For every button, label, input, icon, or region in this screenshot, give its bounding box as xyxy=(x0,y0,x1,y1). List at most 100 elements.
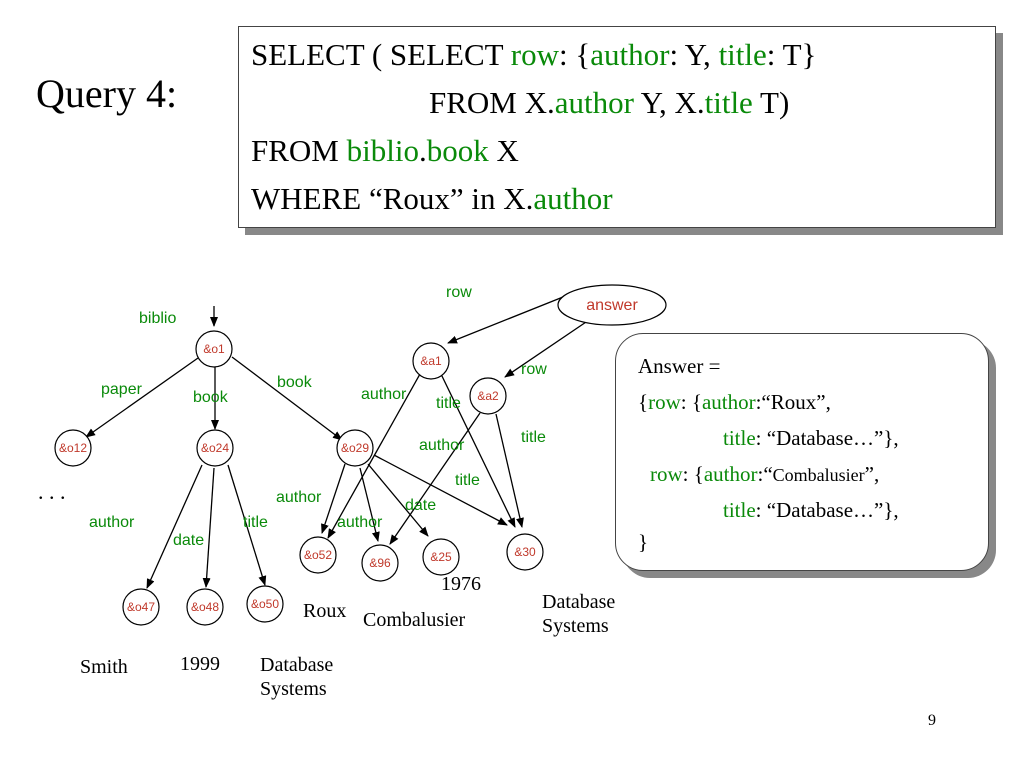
edge-label-title-a1: title xyxy=(436,395,461,412)
node-label-answer: answer xyxy=(586,297,638,314)
query-keyword: row xyxy=(510,37,559,72)
answer-box: Answer = {row: {author:“Roux”, title: “D… xyxy=(615,333,989,571)
value-combalusier: Combalusier xyxy=(363,609,466,631)
answer-text: : { xyxy=(682,462,704,486)
node-answer xyxy=(557,284,667,326)
node-o29 xyxy=(336,429,374,467)
value-text: Systems xyxy=(542,615,609,637)
query-keyword: biblio xyxy=(346,133,419,168)
page-number: 9 xyxy=(928,712,936,729)
ellipsis: . . . xyxy=(38,479,66,504)
edge-label-row2: row xyxy=(521,361,547,378)
answer-line-2: {row: {author:“Roux”, xyxy=(638,390,831,415)
node-label-o24: &o24 xyxy=(201,441,229,455)
query-line-1: SELECT ( SELECT row: {author: Y, title: … xyxy=(251,37,816,73)
edge-label-biblio: biblio xyxy=(139,310,176,327)
node-o1 xyxy=(195,330,233,368)
edge-label-author-o29a: author xyxy=(276,489,322,506)
answer-keyword: row xyxy=(648,390,681,414)
query-keyword: author xyxy=(533,181,613,216)
node-25 xyxy=(422,538,460,576)
query-text: : Y, xyxy=(669,37,719,72)
edge-label-row1: row xyxy=(446,284,472,301)
edge-line-row2 xyxy=(504,317,593,378)
answer-keyword: author xyxy=(703,462,758,486)
value-text: Database xyxy=(542,591,616,613)
node-a2 xyxy=(469,377,507,415)
edge-label-book2: book xyxy=(277,374,313,391)
edge-line-author-a1 xyxy=(327,373,421,539)
node-label-96: &96 xyxy=(369,556,391,570)
edge-line-date-o29 xyxy=(367,463,429,537)
edge-line-date-o24 xyxy=(202,467,215,588)
edge-label-author-a1: author xyxy=(361,386,407,403)
node-a1 xyxy=(412,342,450,380)
edge-line-title-o24 xyxy=(227,464,267,586)
value-smith: Smith xyxy=(80,656,128,678)
value-text: Database xyxy=(260,654,334,676)
query-text: . xyxy=(418,133,427,168)
node-label-o52: &o52 xyxy=(304,548,332,562)
query-line-2: FROM X.author Y, X.title T) xyxy=(429,85,789,121)
query-keyword: title xyxy=(718,37,767,72)
answer-line-4: row: {author:“Combalusier”, xyxy=(650,462,879,487)
node-o24 xyxy=(196,429,234,467)
edge-label-title-o29: title xyxy=(455,472,480,489)
query-text: : T} xyxy=(766,37,817,72)
answer-line-5: title: “Database…”}, xyxy=(723,498,899,523)
query-text: T) xyxy=(752,85,790,120)
value-roux: Roux xyxy=(303,600,347,622)
answer-keyword: row xyxy=(650,462,683,486)
edge-line-book2 xyxy=(231,356,343,441)
node-o12 xyxy=(54,429,92,467)
query-keyword: book xyxy=(426,133,489,168)
node-label-a1: &a1 xyxy=(420,354,442,368)
answer-keyword: title xyxy=(723,498,756,522)
node-label-o47: &o47 xyxy=(127,600,155,614)
node-label-o50: &o50 xyxy=(251,597,279,611)
edge-line-title-o29 xyxy=(373,454,508,526)
answer-text: { xyxy=(638,390,649,414)
query-keyword: author xyxy=(554,85,634,120)
answer-line-6: } xyxy=(638,530,649,554)
edge-label-date-o29: date xyxy=(405,497,436,514)
query-box: SELECT ( SELECT row: {author: Y, title: … xyxy=(238,26,996,228)
answer-line-3: title: “Database…”}, xyxy=(723,426,899,451)
answer-text: : { xyxy=(680,390,702,414)
edge-label-title-a2: title xyxy=(521,429,546,446)
edge-line-title-a1 xyxy=(440,373,516,528)
node-o48 xyxy=(186,588,224,626)
edge-line-row1 xyxy=(447,292,574,344)
answer-keyword: author xyxy=(701,390,756,414)
query-text: WHERE “Roux” in X. xyxy=(251,181,534,216)
edge-line-author-o29a xyxy=(321,463,346,534)
slide-heading: Query 4: xyxy=(36,71,178,116)
node-label-o12: &o12 xyxy=(59,441,87,455)
edge-label-paper: paper xyxy=(101,381,143,398)
query-line-3: FROM biblio.book X xyxy=(251,133,519,169)
answer-line-1: Answer = xyxy=(638,354,721,378)
answer-text: : “Database…”}, xyxy=(755,498,899,522)
edge-label-author-o29b: author xyxy=(337,514,383,531)
edge-line-author-o24 xyxy=(146,464,203,589)
query-text: SELECT ( SELECT xyxy=(251,37,511,72)
query-keyword: author xyxy=(590,37,670,72)
node-96 xyxy=(361,544,399,582)
node-label-30: &30 xyxy=(514,545,536,559)
node-label-o29: &o29 xyxy=(341,441,369,455)
query-line-4: WHERE “Roux” in X.author xyxy=(251,181,613,217)
query-text: : { xyxy=(559,37,591,72)
query-text: FROM xyxy=(251,133,347,168)
edge-line-paper xyxy=(85,357,199,438)
node-label-25: &25 xyxy=(430,550,452,564)
value-database-systems-2: Database Systems xyxy=(542,590,615,638)
edge-line-title-a2 xyxy=(495,413,524,528)
answer-text: :“Roux”, xyxy=(755,390,831,414)
value-text: Systems xyxy=(260,678,327,700)
node-label-o48: &o48 xyxy=(191,600,219,614)
edge-label-title-o24: title xyxy=(243,514,268,531)
edge-line-author-a2 xyxy=(389,412,481,545)
node-label-a2: &a2 xyxy=(477,389,499,403)
query-text: FROM X. xyxy=(429,85,555,120)
